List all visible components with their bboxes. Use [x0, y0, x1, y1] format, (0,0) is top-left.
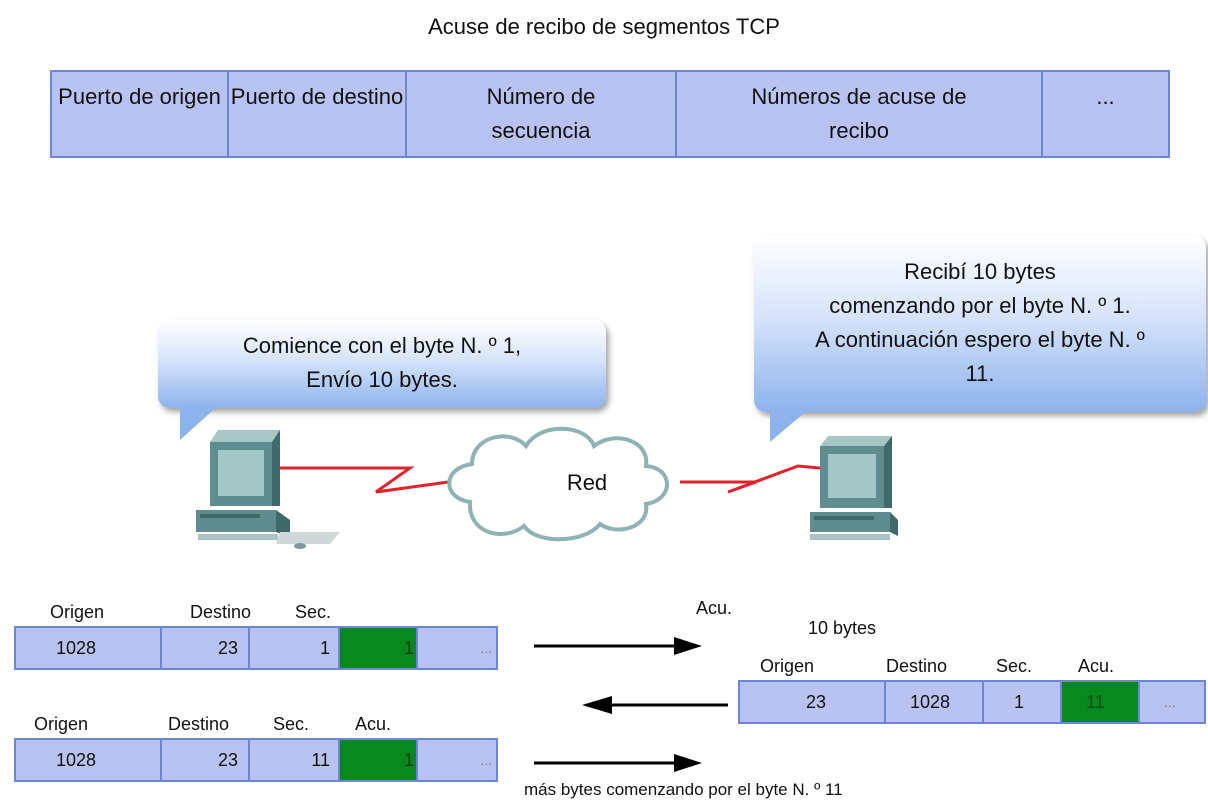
- reply-destination-port: 1028: [886, 682, 984, 722]
- reply-segment: 23 1028 1 11 ...: [738, 680, 1206, 724]
- packet2-destination-port: 23: [162, 740, 250, 780]
- sender-bubble-line-1: Comience con el byte N. º 1,: [242, 333, 522, 358]
- left-arrow-icon: [582, 696, 728, 714]
- receiver-bubble-line-2: comenzando por el byte N. º 1.: [829, 293, 1131, 318]
- packet1-source-port: 1028: [16, 628, 162, 668]
- sender-bubble-line-2: Envío 10 bytes.: [306, 367, 458, 392]
- packet1-label-destino: Destino: [190, 602, 252, 622]
- header-cell-source-port: Puerto de origen: [52, 72, 229, 156]
- receiver-speech-bubble: Recibí 10 bytes comenzando por el byte N…: [754, 236, 1206, 412]
- reply-label-origen: Origen: [760, 656, 815, 676]
- tcp-header-table: Puerto de origen Puerto de destino Númer…: [50, 70, 1170, 158]
- packet2-source-port: 1028: [16, 740, 162, 780]
- packet1-ack: 1: [340, 628, 418, 668]
- packet1-sequence: 1: [250, 628, 340, 668]
- reply-label-acu-top: Acu.: [696, 598, 733, 618]
- reply-sequence: 1: [984, 682, 1062, 722]
- packet2-segment: 1028 23 11 1 ...: [14, 738, 498, 782]
- reply-bytes-label: 10 bytes: [808, 618, 877, 638]
- header-cell-destination-port: Puerto de destino: [229, 72, 407, 156]
- header-cell-ack-number: Números de acuse de recibo: [677, 72, 1043, 156]
- packet1-label-sec: Sec.: [295, 602, 332, 622]
- diagram-title: Acuse de recibo de segmentos TCP: [428, 14, 780, 39]
- packet2-more: ...: [480, 752, 492, 768]
- reply-ack: 11: [1062, 682, 1140, 722]
- packet1-label-origen: Origen: [50, 602, 105, 622]
- packet2-label-acu: Acu.: [355, 714, 392, 734]
- receiver-bubble-line-3: A continuación espero el byte N. º: [815, 327, 1145, 352]
- receiver-link-icon: [680, 464, 821, 494]
- receiver-computer-icon: [810, 436, 898, 540]
- packet1-more: ...: [480, 640, 492, 656]
- network-cloud-icon: [447, 426, 669, 542]
- sender-bubble-tail: [180, 404, 220, 440]
- packet2-label-destino: Destino: [168, 714, 230, 734]
- packet2-label-sec: Sec.: [273, 714, 310, 734]
- sender-link-icon: [280, 466, 463, 494]
- reply-label-sec: Sec.: [996, 656, 1033, 676]
- packet2-label-origen: Origen: [34, 714, 89, 734]
- receiver-bubble-tail: [770, 408, 810, 442]
- packet1-destination-port: 23: [162, 628, 250, 668]
- sender-speech-bubble: Comience con el byte N. º 1, Envío 10 by…: [158, 320, 606, 408]
- reply-label-destino: Destino: [886, 656, 948, 676]
- header-cell-more: ...: [1096, 84, 1115, 109]
- network-cloud-label: Red: [566, 470, 608, 495]
- receiver-bubble-line-4: 11.: [965, 361, 995, 386]
- receiver-bubble-line-1: Recibí 10 bytes: [904, 259, 1056, 284]
- header-cell-sequence-number: Número de secuencia: [407, 72, 677, 156]
- packet2-ack: 1: [340, 740, 418, 780]
- right-arrow-icon: [534, 637, 702, 655]
- reply-more: ...: [1164, 694, 1176, 710]
- bottom-caption: más bytes comenzando por el byte N. º 11: [524, 780, 843, 799]
- reply-source-port: 23: [740, 682, 886, 722]
- packet2-sequence: 11: [250, 740, 340, 780]
- right-arrow-2-icon: [534, 754, 702, 772]
- network-drawing: [196, 426, 898, 549]
- sender-computer-icon: [196, 430, 340, 549]
- packet1-segment: 1028 23 1 1 ...: [14, 626, 498, 670]
- reply-label-acu: Acu.: [1078, 656, 1115, 676]
